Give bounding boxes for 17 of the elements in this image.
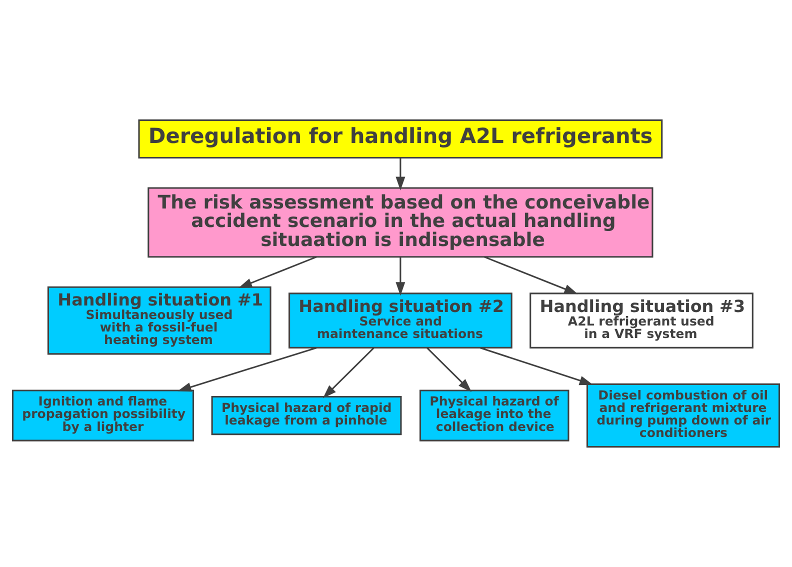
arrow — [426, 347, 472, 392]
arrow — [396, 257, 406, 296]
node-box: Handling situation #1 Simultaneously used with a fossil-fuel heating system — [47, 286, 272, 355]
node-box: Physical hazard of leakage into the collection device — [419, 390, 570, 442]
arrow — [480, 346, 594, 386]
node-box: Deregulation for handling A2L refrigerants — [138, 119, 663, 159]
node-box: Handling situation #3 A2L refrigerant used in a VRF system — [530, 292, 754, 348]
node-box: Handling situation #2 Service and maintenance situations — [288, 292, 512, 348]
node-box: Ignition and flame propagation possibility by a lighter — [12, 390, 194, 442]
node-box: Diesel combustion of oil and refrigerant mixture during pump down of air conditioners — [586, 383, 780, 448]
arrow — [322, 347, 374, 398]
arrow — [484, 256, 578, 294]
arrow — [178, 346, 318, 392]
node-box: Physical hazard of rapid leakage from a pinhole — [211, 396, 402, 436]
node-box: The risk assessment based on the conceivable accident scenario in the actual handling situaation is indispensable — [148, 187, 654, 258]
arrow — [396, 158, 406, 190]
arrow — [238, 256, 317, 288]
